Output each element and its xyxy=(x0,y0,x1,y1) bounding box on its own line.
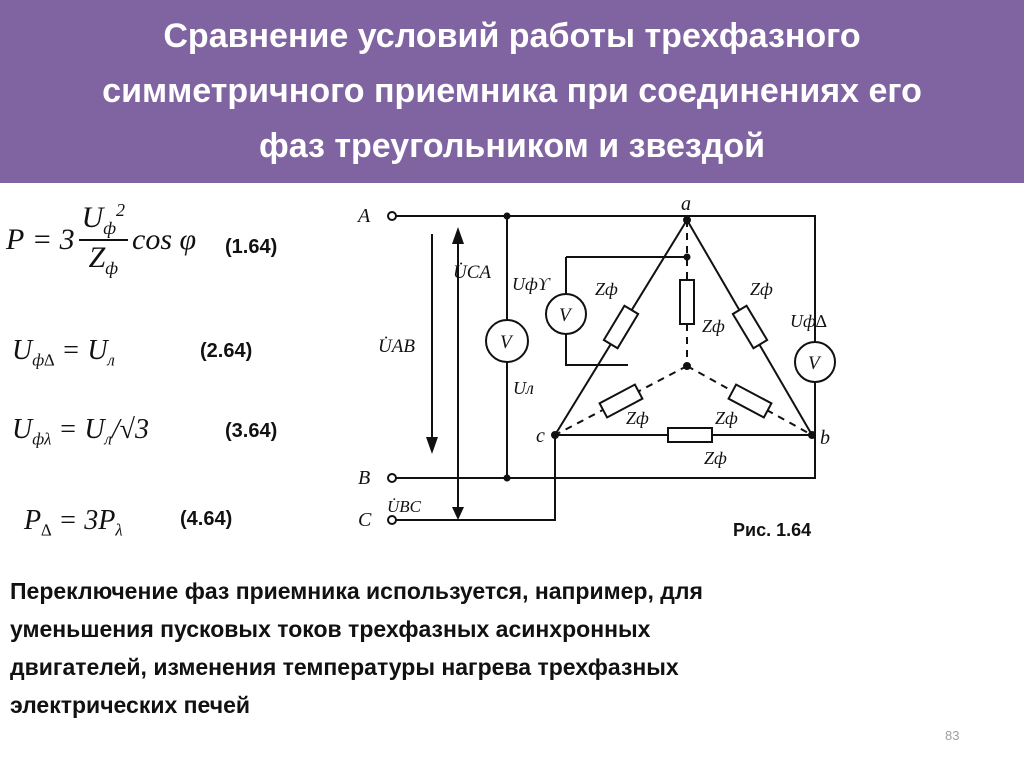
node-line-b-meter xyxy=(503,474,511,482)
terminal-b xyxy=(387,473,397,483)
wire-right-meter xyxy=(812,382,816,438)
terminal-a-label: A xyxy=(356,205,371,227)
label-u-phase-delta: Uф∆ xyxy=(790,311,827,331)
title-line-3: фаз треугольником и звездой xyxy=(258,127,766,165)
label-z-cb: Zф xyxy=(704,448,727,468)
title-line-1: Сравнение условий работы трехфазного xyxy=(163,17,861,55)
voltmeter-star xyxy=(545,293,587,335)
label-z-star-c: Zф xyxy=(626,408,649,428)
label-uab: U̇AB xyxy=(378,335,415,357)
formula-number-2: (2.64) xyxy=(200,340,253,362)
label-z-ab: Zф xyxy=(750,279,773,299)
impedance-ab xyxy=(731,304,769,350)
slide-header: Сравнение условий работы трехфазного сим… xyxy=(0,0,1024,183)
label-z-star-b: Zф xyxy=(715,408,738,428)
voltmeter-delta xyxy=(794,341,836,383)
label-u-line: Uл xyxy=(513,378,534,398)
body-paragraph: Переключение фаз приемника используется,… xyxy=(10,572,990,724)
terminal-c xyxy=(387,515,397,525)
wire-line-b xyxy=(396,437,816,479)
paragraph-line-4: электрических печей xyxy=(10,692,251,718)
paragraph-line-2: уменьшения пусковых токов трехфазных аси… xyxy=(10,616,651,642)
wire-line-a xyxy=(396,215,816,342)
node-neutral xyxy=(683,362,691,370)
formula-number-3: (3.64) xyxy=(225,420,278,442)
label-z-star-a: Zф xyxy=(702,316,725,336)
figure-caption: Рис. 1.64 xyxy=(733,520,812,540)
node-b-label: b xyxy=(820,427,830,449)
node-a xyxy=(683,216,691,224)
star-connection xyxy=(554,220,813,436)
node-b xyxy=(808,431,816,439)
paragraph-line-3: двигателей, изменения температуры нагрев… xyxy=(10,654,679,680)
voltmeter-star-symbol: V xyxy=(559,305,573,326)
formula-number-1: (1.64) xyxy=(225,236,278,258)
impedance-star-a xyxy=(679,279,695,325)
impedance-ac xyxy=(602,304,640,350)
title-line-2: симметричного приемника при соединениях … xyxy=(102,72,922,110)
page-number: 83 xyxy=(945,728,960,743)
formula-voltage-star: Uфλ = Uл/√3 xyxy=(12,414,150,449)
node-a-label: a xyxy=(681,193,691,215)
node-line-a-meter xyxy=(503,212,511,220)
impedance-star-b xyxy=(727,383,773,419)
label-uca: U̇CA xyxy=(453,261,491,283)
circuit-diagram: A B C U̇AB U̇CA U̇BC V Uл V Uфϒ V Uф∆ xyxy=(356,193,836,527)
node-c-label: c xyxy=(536,425,545,447)
arrow-uab-head xyxy=(426,437,438,454)
impedance-star-c xyxy=(598,383,644,419)
formula-number-4: (4.64) xyxy=(180,508,233,530)
voltmeter-line xyxy=(485,319,529,363)
paragraph-line-1: Переключение фаз приемника используется,… xyxy=(10,578,703,604)
formula-voltage-delta: Uф∆ = Uл xyxy=(12,335,115,370)
terminal-c-label: C xyxy=(358,509,372,527)
label-ubc: U̇BC xyxy=(387,497,422,516)
arrow-ubc-head xyxy=(452,507,464,520)
wire-star-meter xyxy=(565,256,688,366)
formula-power-ratio: P∆ = 3Pλ xyxy=(24,505,123,540)
impedance-cb xyxy=(667,427,713,443)
wire-line-c xyxy=(396,437,556,521)
node-star-meter xyxy=(683,253,691,261)
terminal-b-label: B xyxy=(358,467,370,489)
label-z-ac: Zф xyxy=(595,279,618,299)
terminal-a xyxy=(387,211,397,221)
voltmeter-delta-symbol: V xyxy=(808,353,822,374)
node-c xyxy=(551,431,559,439)
label-u-phase-star: Uфϒ xyxy=(512,274,551,294)
arrow-uca-head xyxy=(452,227,464,244)
voltmeter-line-symbol: V xyxy=(500,332,514,353)
